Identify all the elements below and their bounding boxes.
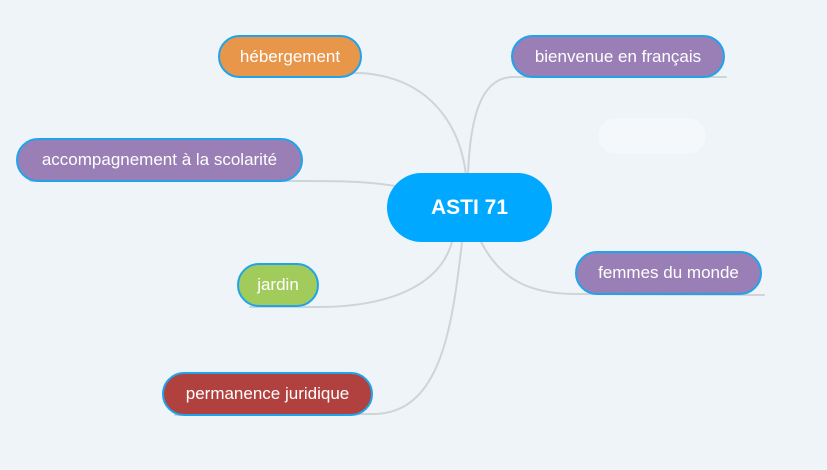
topic-label: hébergement — [239, 46, 341, 66]
faded-placeholder-node — [598, 118, 706, 154]
connector-bienvenue — [467, 76, 727, 176]
topic-label: femmes du monde — [598, 263, 739, 282]
connector-accompagnement — [29, 180, 401, 188]
connector-hebergement — [231, 71, 467, 176]
topic-node-permanence-juridique[interactable]: permanence juridique — [162, 372, 373, 416]
topic-label: permanence juridique — [185, 384, 350, 403]
connector-permanence — [174, 241, 463, 416]
topic-label: jardin — [257, 275, 299, 294]
root-node-label: ASTI 71 — [430, 195, 509, 219]
topic-label: bienvenue en français — [534, 46, 702, 66]
topic-node-hebergement[interactable]: hébergement — [218, 35, 362, 78]
connector-femmes — [479, 239, 765, 296]
root-node[interactable]: ASTI 71 — [387, 173, 552, 242]
connector-jardin — [249, 241, 453, 308]
topic-node-femmes-du-monde[interactable]: femmes du monde — [575, 251, 762, 295]
topic-node-accompagnement[interactable]: accompagnement à la scolarité — [16, 138, 303, 182]
topic-label: accompagnement à la scolarité — [41, 150, 278, 169]
topic-node-bienvenue[interactable]: bienvenue en français — [511, 35, 725, 78]
topic-node-jardin[interactable]: jardin — [237, 263, 319, 307]
